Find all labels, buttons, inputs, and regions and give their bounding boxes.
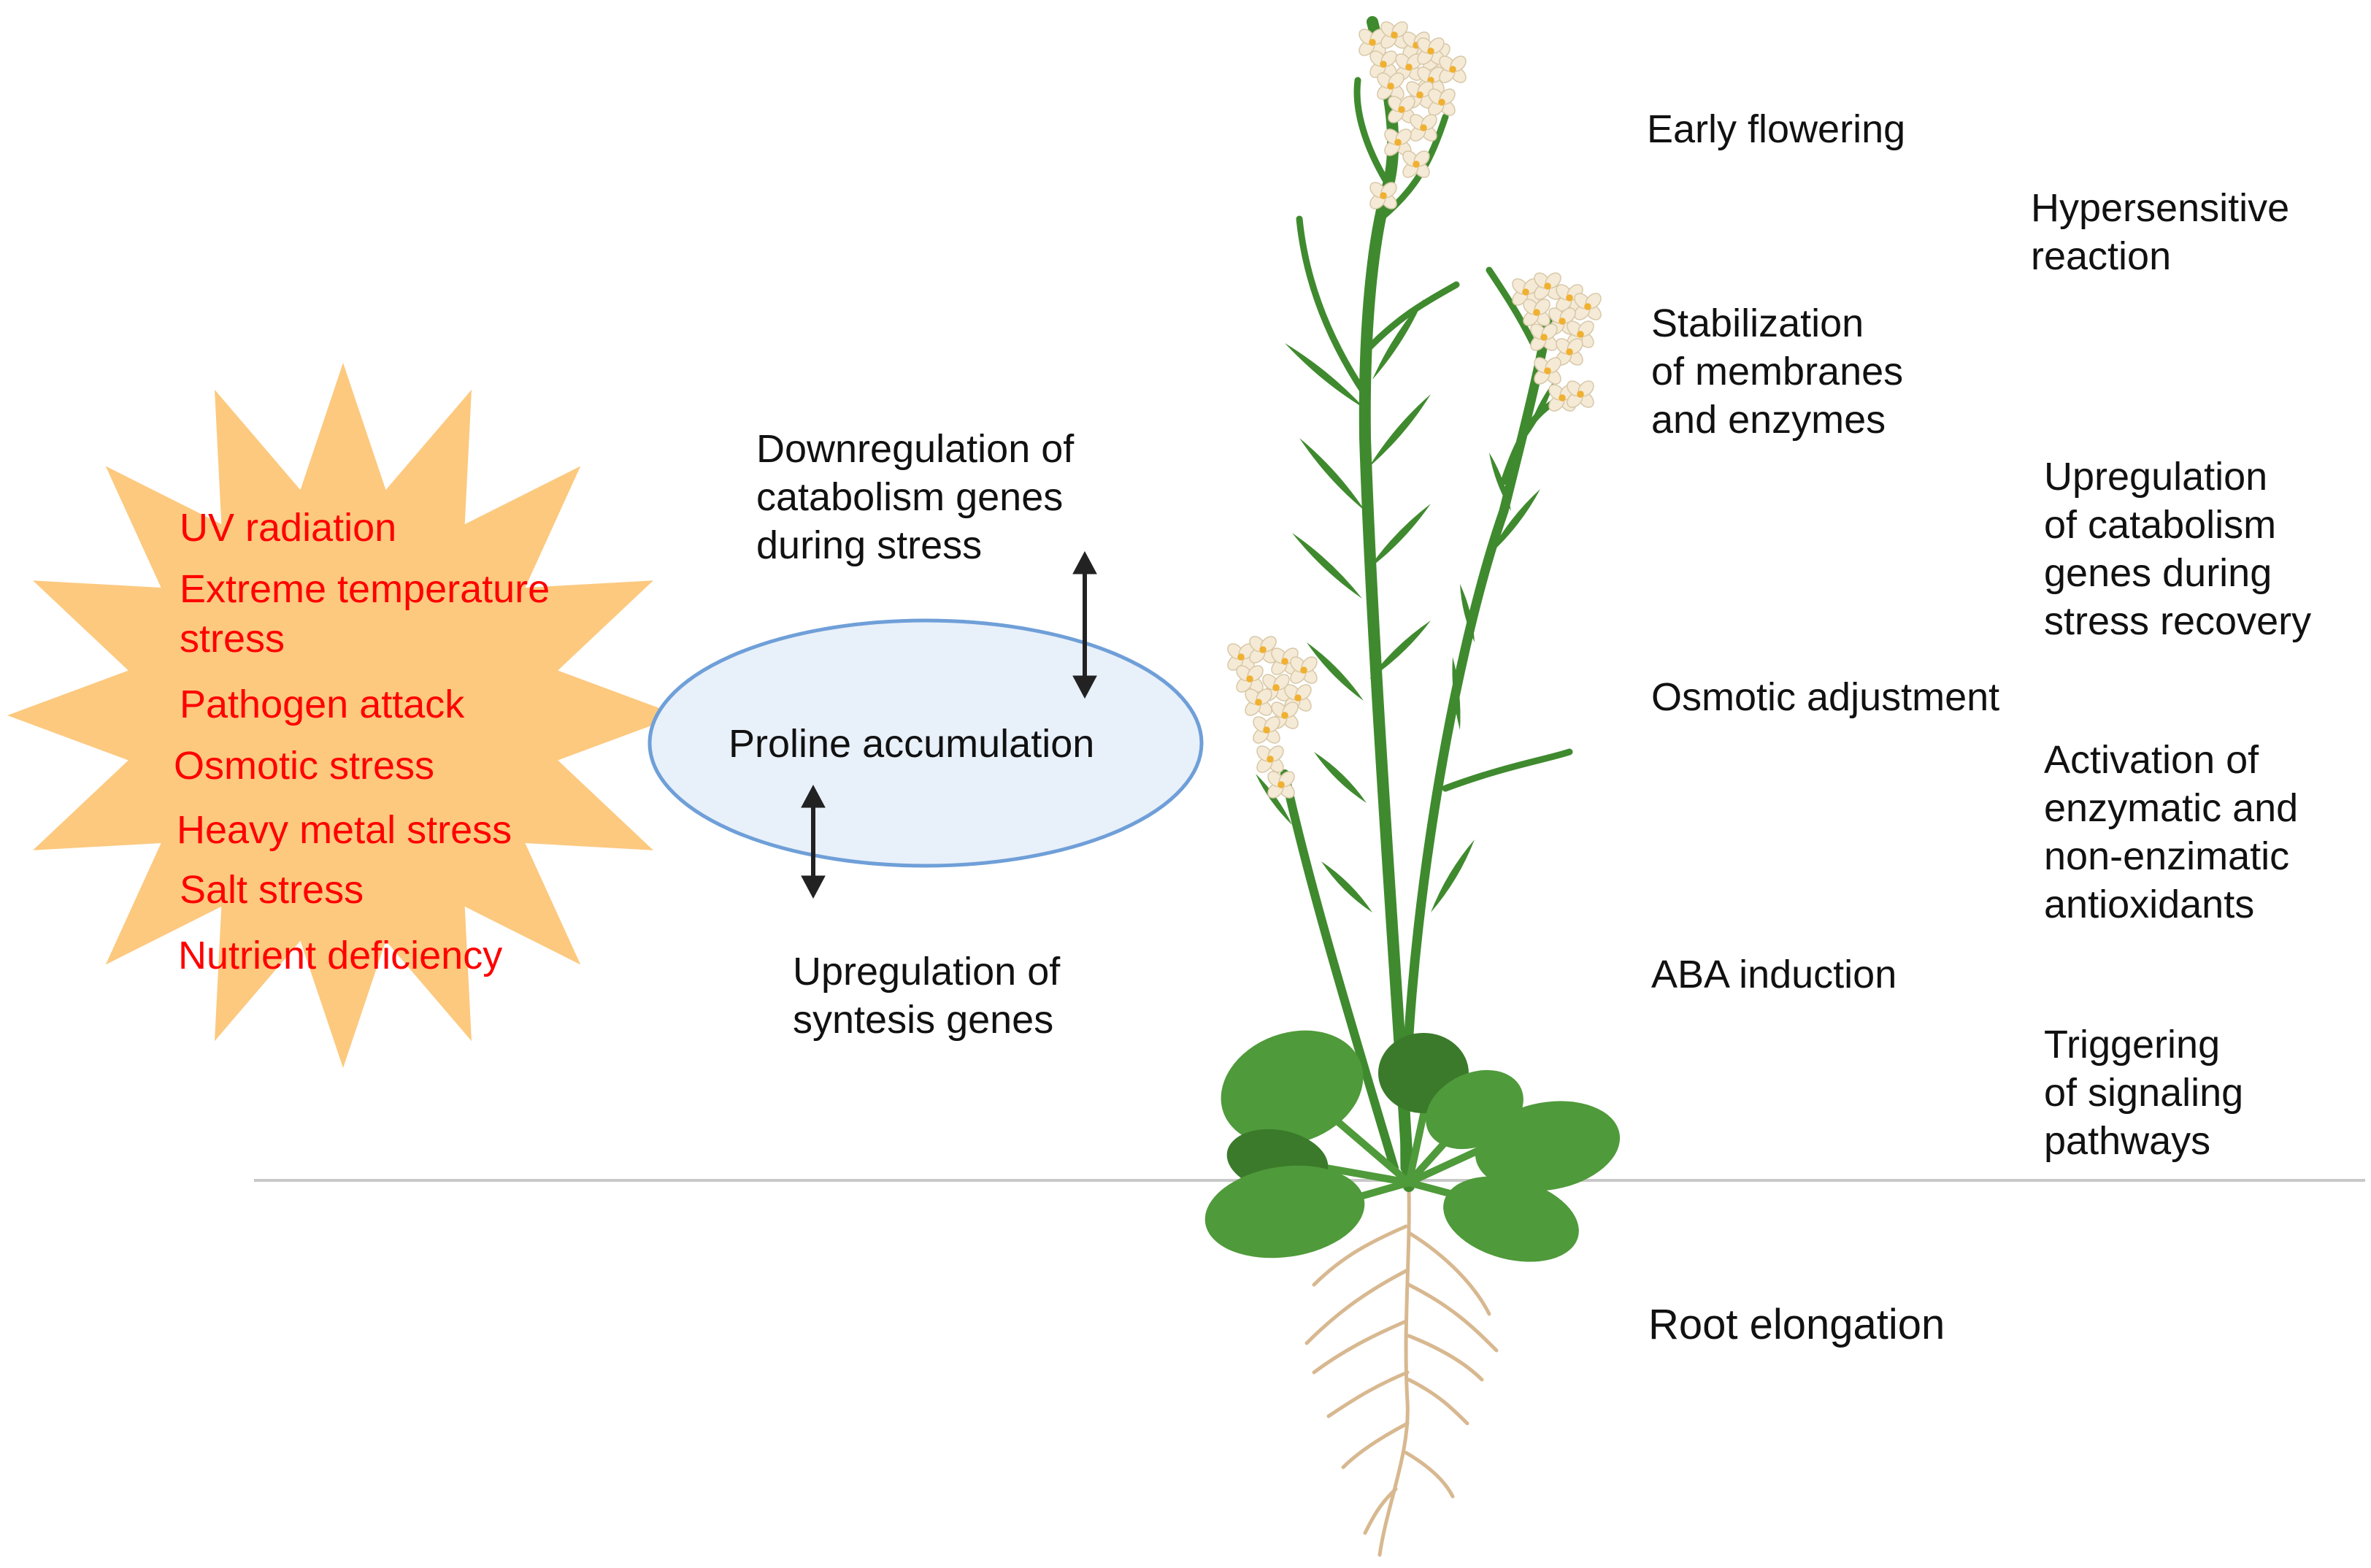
stem-leaf xyxy=(1431,839,1475,912)
rosette-leaf xyxy=(1443,1176,1579,1262)
proline-accumulation-label: Proline accumulation xyxy=(729,722,1095,766)
flower xyxy=(1548,307,1576,335)
flower xyxy=(1534,272,1561,300)
stressor-heavy-metal: Heavy metal stress xyxy=(177,808,512,852)
stem-leaf xyxy=(1256,774,1292,825)
stem-branch xyxy=(1486,266,1537,347)
root-branch xyxy=(1407,1377,1469,1426)
stem xyxy=(1400,316,1553,1173)
stress-burst-shape xyxy=(7,363,679,1068)
stem-leaf xyxy=(1285,343,1365,409)
stem-leaf xyxy=(1460,584,1475,642)
flower xyxy=(1377,72,1404,100)
proline-ellipse xyxy=(647,618,1204,868)
stem-leaf xyxy=(1307,642,1364,701)
stressor-salt: Salt stress xyxy=(180,868,364,912)
stem-leaf xyxy=(1369,394,1431,467)
flower xyxy=(1439,55,1467,83)
stressor-osmotic: Osmotic stress xyxy=(174,744,435,788)
root-branch xyxy=(1304,1268,1410,1345)
root-branch xyxy=(1407,1283,1499,1353)
flower xyxy=(1236,665,1264,693)
stem-leaf xyxy=(1321,861,1372,912)
stem-branch xyxy=(1296,215,1369,398)
stem-branch xyxy=(1442,748,1573,792)
stem-leaf xyxy=(1489,453,1511,511)
stem-leaf xyxy=(1489,489,1540,555)
stressor-pathogen: Pathogen attack xyxy=(180,683,465,726)
stem-leaf xyxy=(1368,504,1431,569)
stressor-nutrient: Nutrient deficiency xyxy=(178,934,503,977)
flower xyxy=(1530,323,1558,351)
stem-leaf xyxy=(1369,620,1431,679)
osmotic-adjustment-label: Osmotic adjustment xyxy=(1651,675,2000,719)
double-arrow-top xyxy=(1072,550,1097,699)
root-branch xyxy=(1341,1421,1410,1469)
stressor-uv: UV radiation xyxy=(180,506,397,550)
flower xyxy=(1410,114,1437,142)
stressor-temperature-cont: stress xyxy=(180,617,285,661)
flower xyxy=(1290,656,1318,684)
flower xyxy=(1256,745,1284,773)
stem-leaf xyxy=(1452,657,1461,730)
stem-leaf xyxy=(1372,299,1423,380)
root-branch xyxy=(1312,1319,1408,1375)
plant-stems xyxy=(1280,16,1573,1192)
flower xyxy=(1384,128,1412,156)
root-branch xyxy=(1377,1188,1411,1557)
plant-rosette-leaves xyxy=(1204,1030,1621,1262)
flower xyxy=(1567,380,1594,408)
flower xyxy=(1523,299,1550,326)
root-branch xyxy=(1407,1334,1484,1382)
signaling-pathways-label: Triggering of signaling pathways xyxy=(2044,1023,2244,1163)
root-branch xyxy=(1408,1231,1491,1316)
root-branch xyxy=(1326,1370,1410,1418)
upregulation-synthesis-label: Upregulation of syntesis genes xyxy=(793,950,1061,1042)
stabilization-label: Stabilization of membranes and enzymes xyxy=(1651,301,1904,442)
double-arrow-bottom xyxy=(801,784,826,899)
downregulation-catabolism-label: Downregulation of catabolism genes durin… xyxy=(756,427,1075,567)
rosette-leaf xyxy=(1204,1165,1365,1258)
stem xyxy=(1280,769,1399,1172)
stem-branch xyxy=(1363,281,1460,354)
root-branch xyxy=(1312,1224,1408,1287)
flower xyxy=(1249,636,1277,664)
flower xyxy=(1245,688,1272,716)
flower xyxy=(1574,293,1602,320)
flower xyxy=(1534,357,1561,385)
plant-flowers xyxy=(1227,21,1602,799)
flower xyxy=(1369,182,1397,210)
root-branch xyxy=(1404,1450,1455,1499)
stem-leaf xyxy=(1299,438,1365,511)
flower xyxy=(1380,21,1408,49)
stem-leaf xyxy=(1526,380,1555,438)
flower xyxy=(1253,716,1280,744)
early-flowering-label: Early flowering xyxy=(1647,107,1906,151)
upregulation-recovery-label: Upregulation of catabolism genes during … xyxy=(2044,455,2312,643)
flower xyxy=(1428,88,1456,116)
stem-leaf xyxy=(1314,752,1367,803)
stem-branch xyxy=(1353,77,1391,186)
plant-roots xyxy=(1304,1188,1499,1557)
rosette-leaf xyxy=(1221,1030,1364,1145)
antioxidants-label: Activation of enzymatic and non-enzimati… xyxy=(2044,738,2299,926)
aba-induction-label: ABA induction xyxy=(1651,953,1897,996)
stressor-temperature: Extreme temperature xyxy=(180,567,550,611)
root-elongation-label: Root elongation xyxy=(1648,1301,1945,1348)
flower xyxy=(1388,96,1415,123)
root-branch xyxy=(1363,1487,1398,1535)
rosette-leaf xyxy=(1475,1101,1621,1191)
flower xyxy=(1402,150,1430,178)
stem-leaf xyxy=(1292,533,1362,599)
flower xyxy=(1267,771,1295,799)
plant-stem-leaves xyxy=(1256,299,1555,912)
hypersensitive-reaction-label: Hypersensitive reaction xyxy=(2031,186,2290,278)
